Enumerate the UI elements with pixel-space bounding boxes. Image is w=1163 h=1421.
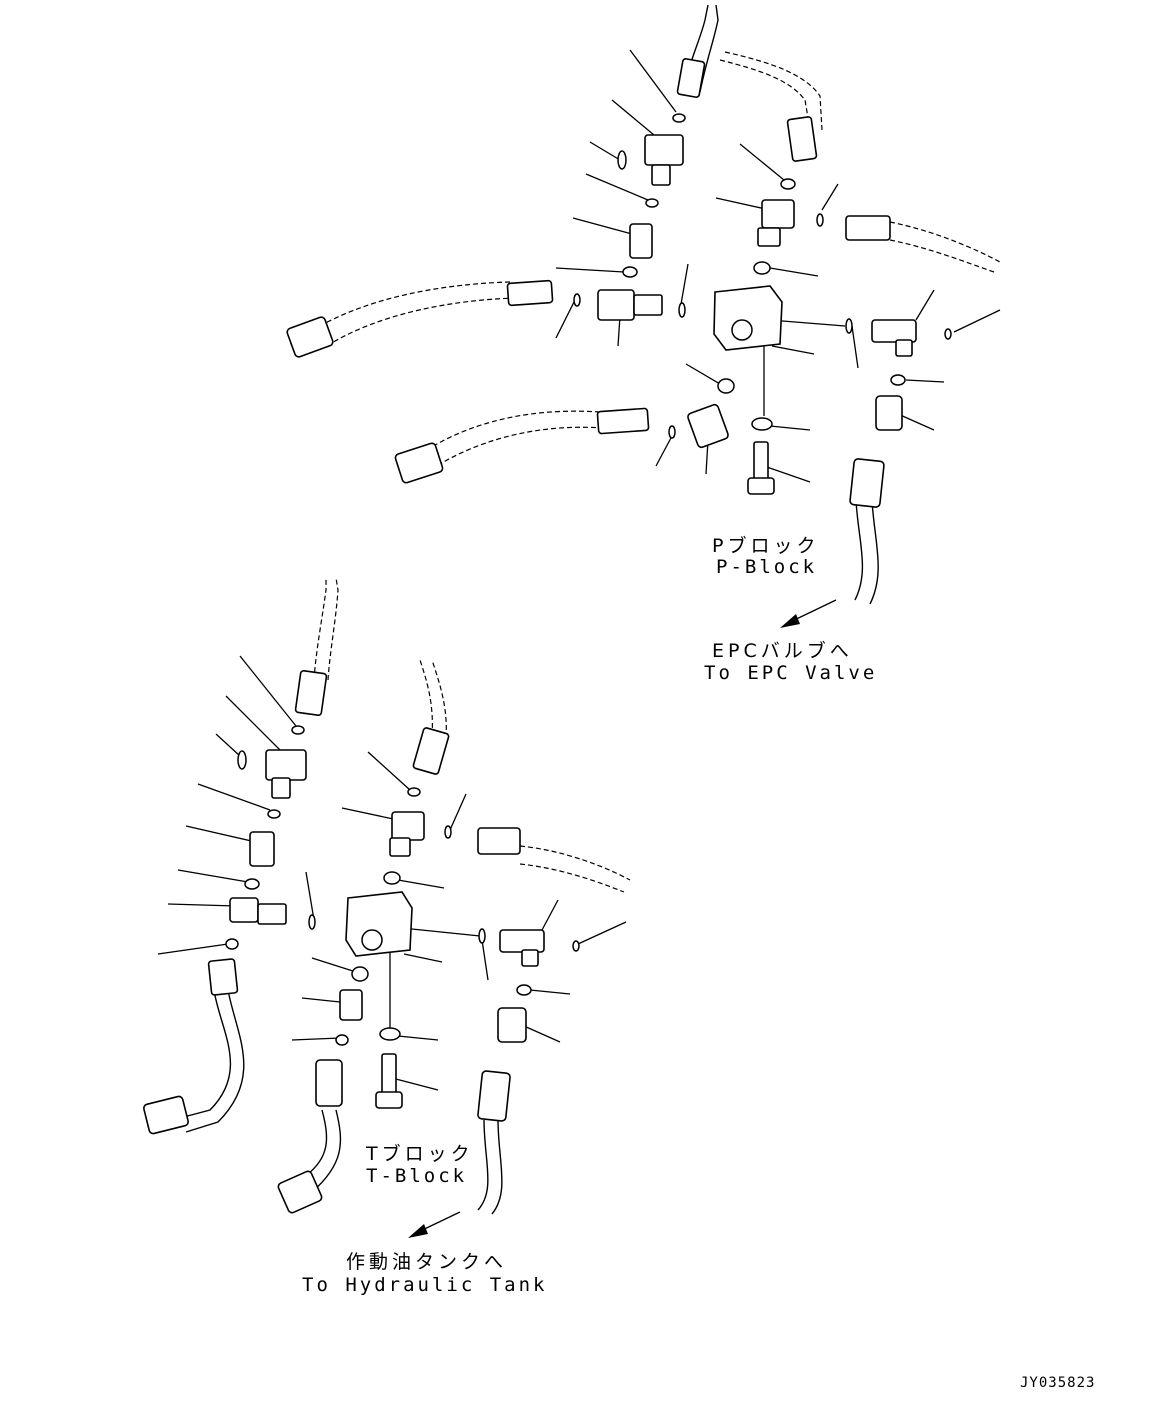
p-block-label-jp: Pブロック bbox=[712, 535, 820, 557]
p-fittings bbox=[573, 113, 952, 495]
epc-valve-label-en: To EPC Valve bbox=[704, 662, 878, 684]
hydraulic-tank-label-jp: 作動油タンクへ bbox=[346, 1251, 508, 1273]
p-hoses bbox=[286, 4, 1001, 605]
epc-valve-label-jp: EPCバルブへ bbox=[712, 640, 853, 662]
p-block-assembly bbox=[286, 4, 1001, 628]
t-fittings bbox=[225, 725, 580, 1109]
p-block-label-en: P-Block bbox=[716, 556, 818, 578]
t-hoses bbox=[143, 577, 631, 1215]
t-block-label-en: T-Block bbox=[366, 1165, 468, 1187]
p-arrow-to-epc bbox=[780, 599, 837, 628]
drawing-code: JY035823 bbox=[1020, 1375, 1096, 1391]
t-block-label-jp: Tブロック bbox=[366, 1143, 474, 1165]
t-leader-lines bbox=[157, 655, 627, 1091]
t-block-assembly bbox=[143, 577, 631, 1238]
t-arrow-to-tank bbox=[408, 1211, 461, 1238]
hydraulic-tank-label-en: To Hydraulic Tank bbox=[302, 1274, 548, 1296]
p-leader-lines bbox=[555, 49, 1001, 483]
